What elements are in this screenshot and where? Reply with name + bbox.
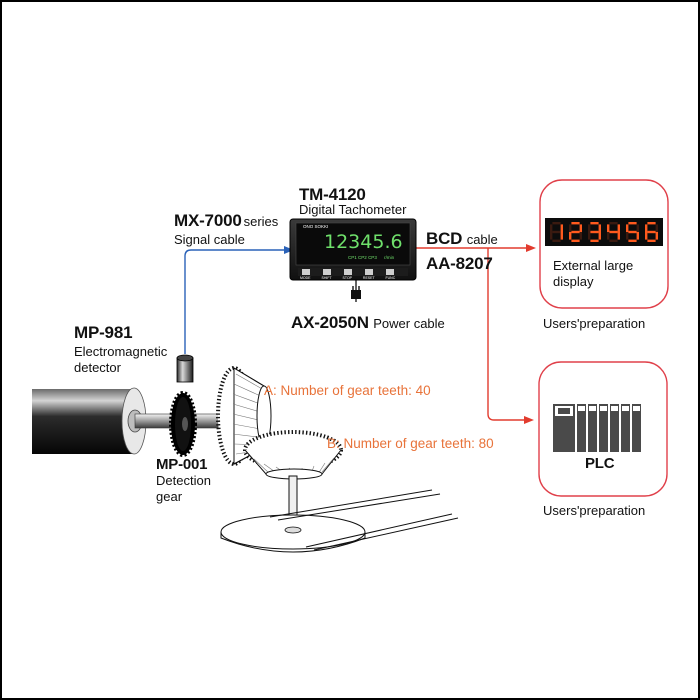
button-label-mode: MODE [300, 276, 311, 280]
bcd-cable-suffix: cable [466, 232, 498, 247]
external-display-caption: Users'preparation [543, 316, 646, 331]
power-cable-description: Power cable [373, 316, 445, 331]
tachometer-button-labels: MODE SHIFT STOP RESET FUNC [300, 276, 396, 281]
tachometer-brand: ONO SOKKI [303, 224, 329, 229]
tachometer-indicators: CP1 CP2 CP3 r/min [348, 255, 395, 261]
bcd-arrowhead-display [526, 244, 536, 252]
button-label-shift: SHIFT [321, 276, 332, 280]
gear-b-annotation: B: Number of gear teeth: 80 [327, 436, 494, 451]
power-cable-model: AX-2050N [291, 313, 369, 332]
tachometer-model: TM-4120 [299, 185, 366, 204]
led-digit [569, 222, 582, 242]
led-digit [588, 222, 601, 242]
detector-description-line1: Electromagnetic [74, 344, 168, 359]
indicator-unit: r/min [384, 255, 395, 260]
detection-gear [169, 391, 197, 457]
indicator-cp1: CP1 [348, 255, 357, 260]
led-digit [607, 222, 620, 242]
belt [269, 489, 459, 551]
digital-tachometer [289, 218, 417, 281]
bcd-cable-name: BCD [426, 229, 463, 248]
signal-cable-suffix: series [243, 214, 279, 229]
bcd-cable-label: BCD cable [426, 230, 498, 249]
signal-cable-description: Signal cable [174, 232, 245, 247]
button-label-func: FUNC [385, 276, 396, 280]
external-display-digits [550, 222, 658, 242]
detection-gear-description-line1: Detection [156, 473, 211, 488]
electromagnetic-detector [176, 354, 194, 383]
bcd-cable-branch-line [487, 248, 526, 421]
plc-caption: Users'preparation [543, 503, 646, 518]
tachometer-buttons-row [298, 268, 408, 276]
pulley [220, 514, 366, 553]
power-cable-label: AX-2050N Power cable [291, 314, 445, 333]
tachometer-readout: 12345.6 [324, 231, 403, 253]
plc-icon [553, 404, 641, 452]
gear-a-annotation: A: Number of gear teeth: 40 [264, 383, 431, 398]
bcd-arrowhead-plc [524, 416, 534, 424]
detection-gear-model: MP-001 [156, 456, 208, 473]
external-display-label-line2: display [553, 274, 594, 289]
power-plug-icon [351, 280, 361, 302]
detection-gear-description-line2: gear [156, 489, 183, 504]
button-label-reset: RESET [362, 276, 375, 280]
signal-cable-arrowhead [284, 246, 294, 254]
indicator-cp2: CP2 [358, 255, 367, 260]
signal-cable-model-name: MX-7000 [174, 211, 242, 230]
external-display-label-line1: External large [553, 258, 634, 273]
external-display-panel [545, 218, 663, 246]
led-digit [645, 222, 658, 242]
tachometer-description: Digital Tachometer [299, 202, 407, 217]
detector-description-line2: detector [74, 360, 121, 375]
signal-cable-line [184, 249, 287, 354]
led-digit [550, 222, 563, 242]
detector-model: MP-981 [74, 323, 133, 342]
bevel-gear-b [243, 430, 343, 480]
button-label-stop: STOP [342, 276, 352, 280]
motor [32, 387, 147, 455]
plc-label: PLC [585, 455, 615, 472]
led-digit [626, 222, 639, 242]
bcd-cable-model: AA-8207 [426, 254, 493, 273]
indicator-cp3: CP3 [368, 255, 377, 260]
